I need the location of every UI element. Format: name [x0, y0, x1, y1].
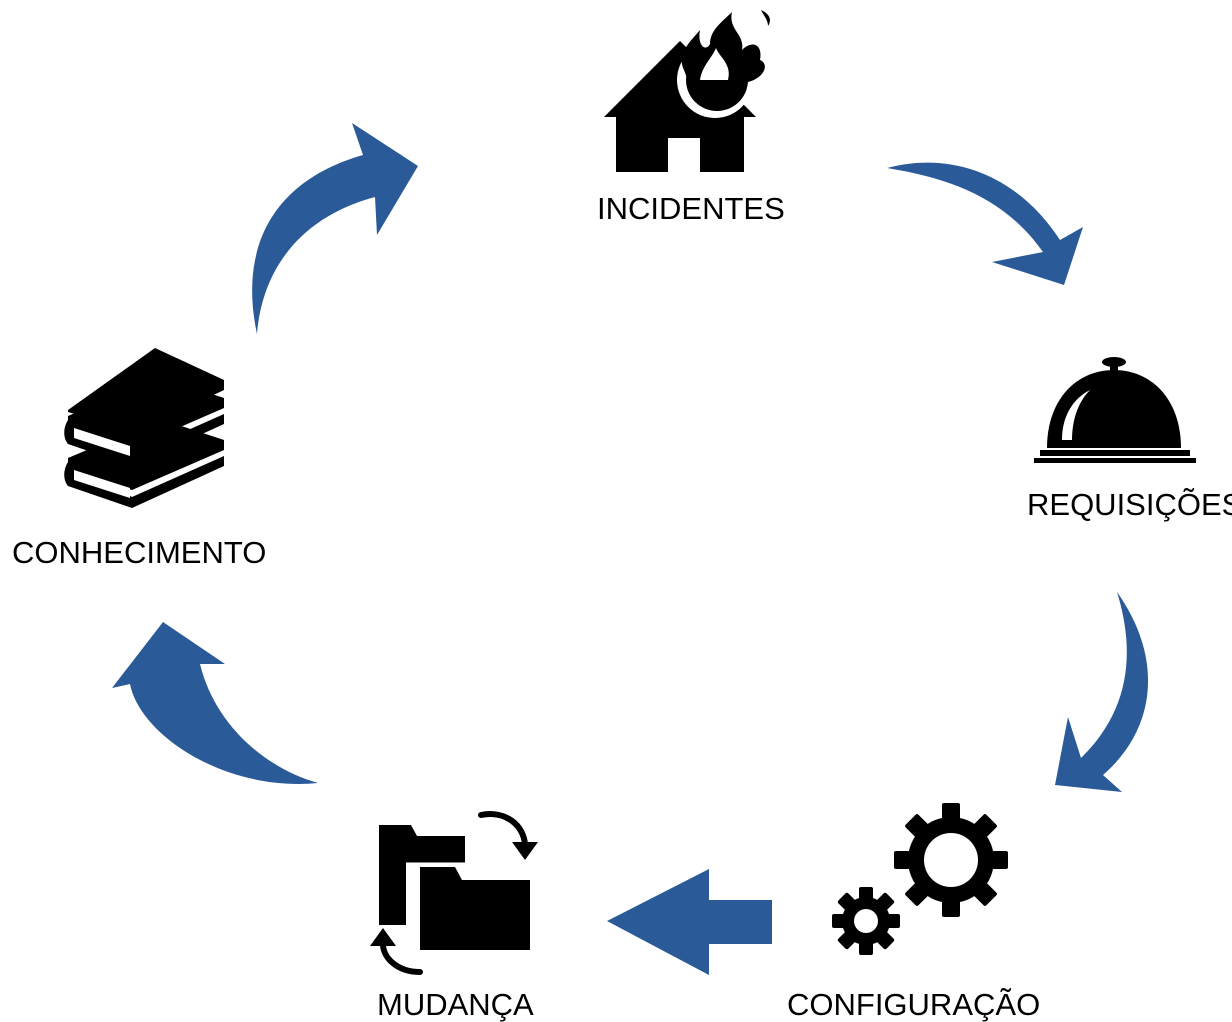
node-label-configuracao: CONFIGURAÇÃO — [787, 987, 1041, 1022]
arrow-incidentes-to-requisicoes — [887, 162, 1083, 285]
node-label-incidentes: INCIDENTES — [597, 191, 785, 226]
arrow-configuracao-to-mudanca — [607, 869, 772, 975]
node-label-mudanca: MUDANÇA — [377, 987, 534, 1022]
arrow-requisicoes-to-configuracao — [1055, 592, 1149, 792]
node-label-conhecimento: CONHECIMENTO — [12, 535, 267, 570]
folders-swap-icon — [370, 811, 538, 975]
gears-icon — [832, 803, 1008, 955]
arrow-mudanca-to-conhecimento — [112, 622, 318, 784]
burning-house-icon — [604, 10, 770, 172]
arrow-conhecimento-to-incidentes — [252, 123, 418, 334]
books-icon — [64, 348, 224, 508]
service-bell-icon — [1034, 357, 1196, 463]
node-label-requisicoes: REQUISIÇÕES — [1027, 487, 1232, 522]
